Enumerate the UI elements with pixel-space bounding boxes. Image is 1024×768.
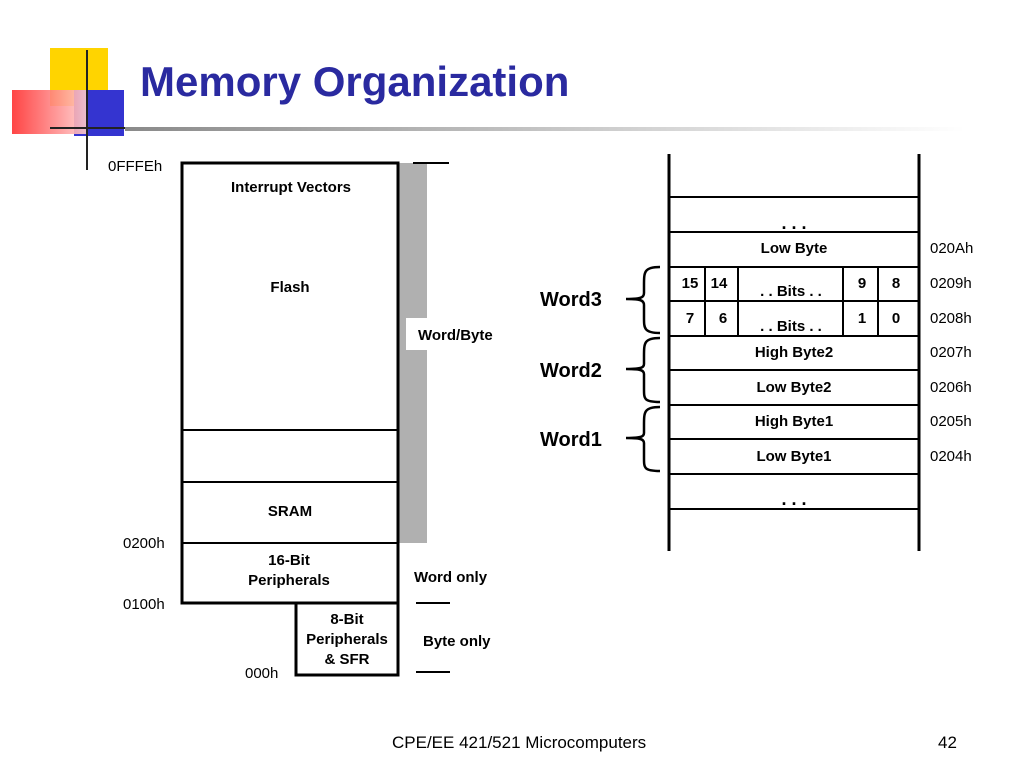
bit-cell: 15 [682,275,699,292]
addr-sram-base: 0200h [123,535,165,552]
word1-label: Word1 [540,429,602,451]
addr-top: 0FFFEh [108,158,162,175]
footer-course: CPE/EE 421/521 Microcomputers [392,733,647,752]
bit-cell: 0 [892,310,900,327]
memory-map: 0FFFEh 0200h 0100h 000h Interrupt Vector… [108,158,508,682]
periph8-label-line3: & SFR [325,651,370,668]
flash-label: Flash [270,279,309,296]
address-label: 0206h [930,379,972,396]
brace-group [625,265,661,473]
periph16-label-line1: 16-Bit [268,552,310,569]
bit-cell: 7 [686,310,694,327]
main-memory-block [180,161,400,605]
address-label: 0208h [930,310,972,327]
address-label: 0205h [930,413,972,430]
bit-cell: 6 [719,310,727,327]
periph16-label-line2: Peripherals [248,572,330,589]
logo-red-square [12,90,88,134]
row-0207h-label: High Byte2 [755,344,833,361]
slide-title: Memory Organization [140,58,570,105]
logo-decoration [12,48,140,170]
address-label: 0207h [930,344,972,361]
byte-only-label: Byte only [423,633,491,650]
bits-ellipsis-label: . . Bits . . [760,283,822,300]
address-label: 0209h [930,275,972,292]
brace-word3 [625,265,661,335]
periph8-label-line1: 8-Bit [330,611,363,628]
row-0205h-label: High Byte1 [755,413,833,430]
interrupt-vectors-label: Interrupt Vectors [231,179,351,196]
word-layout: . . . . . . Low Byte 15 14 . . Bits . . … [540,154,973,551]
word-byte-bar [399,163,427,543]
word3-label: Word3 [540,289,602,311]
row-020Ah-label: Low Byte [761,240,828,257]
brace-word2 [625,336,661,404]
bits-ellipsis-label: . . Bits . . [760,318,822,335]
bit-cell: 8 [892,275,900,292]
row-0206h-label: Low Byte2 [756,379,831,396]
page-number: 42 [938,733,957,752]
word2-label: Word2 [540,360,602,382]
ellipsis-bottom: . . . [781,489,806,509]
address-label: 020Ah [930,240,973,257]
sram-label: SRAM [268,503,312,520]
word-byte-label: Word/Byte [418,327,493,344]
bit-cell: 9 [858,275,866,292]
addr-periph16-base: 0100h [123,596,165,613]
periph8-label-line2: Peripherals [306,631,388,648]
bit-cell: 14 [711,275,728,292]
address-label: 0204h [930,448,972,465]
addr-bottom: 000h [245,665,278,682]
word-only-label: Word only [414,569,488,586]
bit-cell: 1 [858,310,866,327]
brace-word1 [625,405,661,473]
title-underline [125,127,965,131]
row-0204h-label: Low Byte1 [756,448,831,465]
ellipsis-top: . . . [781,213,806,233]
periph8-block [294,601,400,677]
